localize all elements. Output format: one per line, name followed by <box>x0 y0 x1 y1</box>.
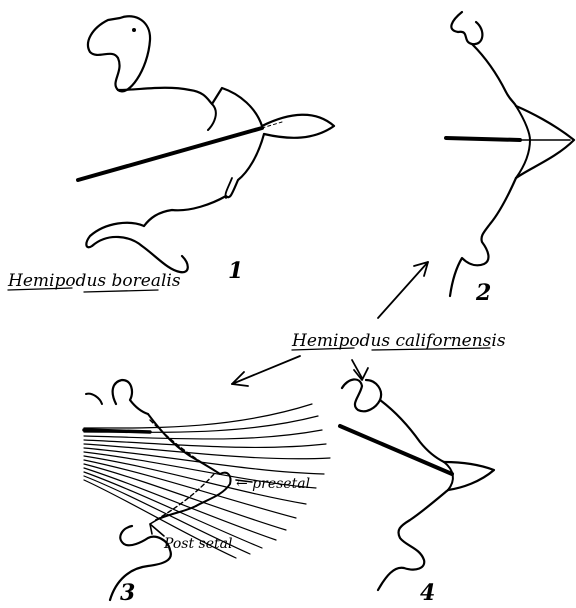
arrow-head-fig4-icon <box>354 368 368 380</box>
figure-number-2: 2 <box>475 280 491 306</box>
figure-number-3: 3 <box>120 580 135 606</box>
parapodium-2-drawing <box>446 12 574 296</box>
parapodium-4-drawing <box>340 379 494 590</box>
connector-arrows <box>232 262 428 386</box>
figure-number-4: 4 <box>420 580 435 606</box>
figure-number-1: 1 <box>228 258 243 284</box>
species-label-borealis: Hemipodus borealis <box>7 271 181 291</box>
arrow-to-fig3 <box>232 356 300 384</box>
postsetal-label: Post setal <box>163 536 232 552</box>
presetal-label: ← presetal <box>236 476 310 492</box>
arrow-to-fig4 <box>352 360 362 378</box>
species-label-californensis: Hemipodus californensis <box>291 331 506 351</box>
eye-dot <box>132 28 136 32</box>
arrow-to-fig2 <box>378 262 428 318</box>
parapodium-1-drawing <box>78 16 334 272</box>
